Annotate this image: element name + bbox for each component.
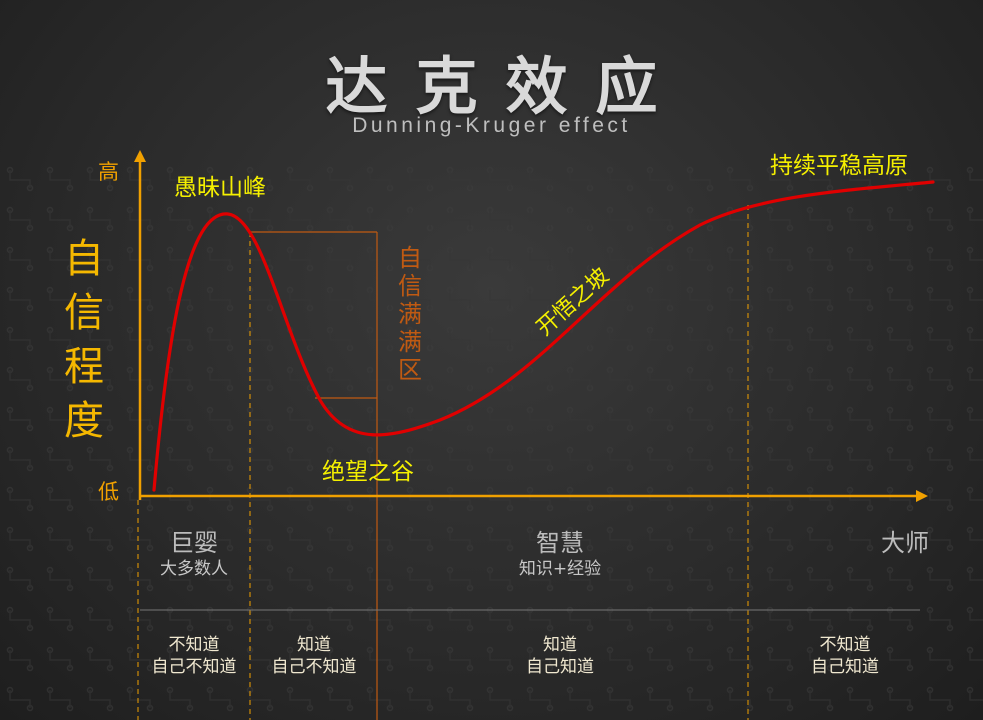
y-axis-low-label: 低 xyxy=(98,480,119,504)
y-axis-high-label: 高 xyxy=(98,160,119,184)
y-axis-arrow xyxy=(134,150,146,162)
y-axis-title: 自信程度 xyxy=(64,236,104,444)
peak-label: 愚昧山峰 xyxy=(174,175,266,201)
stage-name: 大师 xyxy=(881,529,929,557)
awareness-3: 知道 自己知道 xyxy=(460,634,660,678)
stage-wisdom: 智慧 知识+经验 xyxy=(460,528,660,580)
circuit-background xyxy=(0,160,983,720)
x-axis-arrow xyxy=(916,490,928,502)
stage-sub: 大多数人 xyxy=(160,559,228,579)
stage-name: 巨婴 xyxy=(170,529,218,557)
stage-baby: 巨婴 大多数人 xyxy=(138,528,250,580)
page-title: 达克效应 xyxy=(325,50,686,123)
confidence-zone-label: 自信满满区 xyxy=(398,244,422,384)
confidence-curve xyxy=(152,180,935,492)
page-subtitle: Dunning-Kruger effect xyxy=(352,114,631,137)
plateau-label: 持续平稳高原 xyxy=(770,153,908,179)
awareness-line1: 知道 xyxy=(297,635,331,655)
awareness-line1: 不知道 xyxy=(819,635,871,655)
awareness-line2: 自己知道 xyxy=(811,657,879,677)
awareness-line1: 不知道 xyxy=(168,635,220,655)
awareness-1: 不知道 自己不知道 xyxy=(138,634,250,678)
stage-sub: 知识+经验 xyxy=(518,559,602,579)
awareness-line2: 自己不知道 xyxy=(151,657,237,677)
stage-name: 智慧 xyxy=(536,529,584,557)
awareness-2: 知道 自己不知道 xyxy=(250,634,378,678)
awareness-line2: 自己不知道 xyxy=(271,657,357,677)
awareness-line2: 自己知道 xyxy=(526,657,594,677)
stage-master: 大师 xyxy=(850,528,960,558)
awareness-4: 不知道 自己知道 xyxy=(760,634,930,678)
valley-label: 绝望之谷 xyxy=(322,459,414,485)
awareness-line1: 知道 xyxy=(543,635,577,655)
